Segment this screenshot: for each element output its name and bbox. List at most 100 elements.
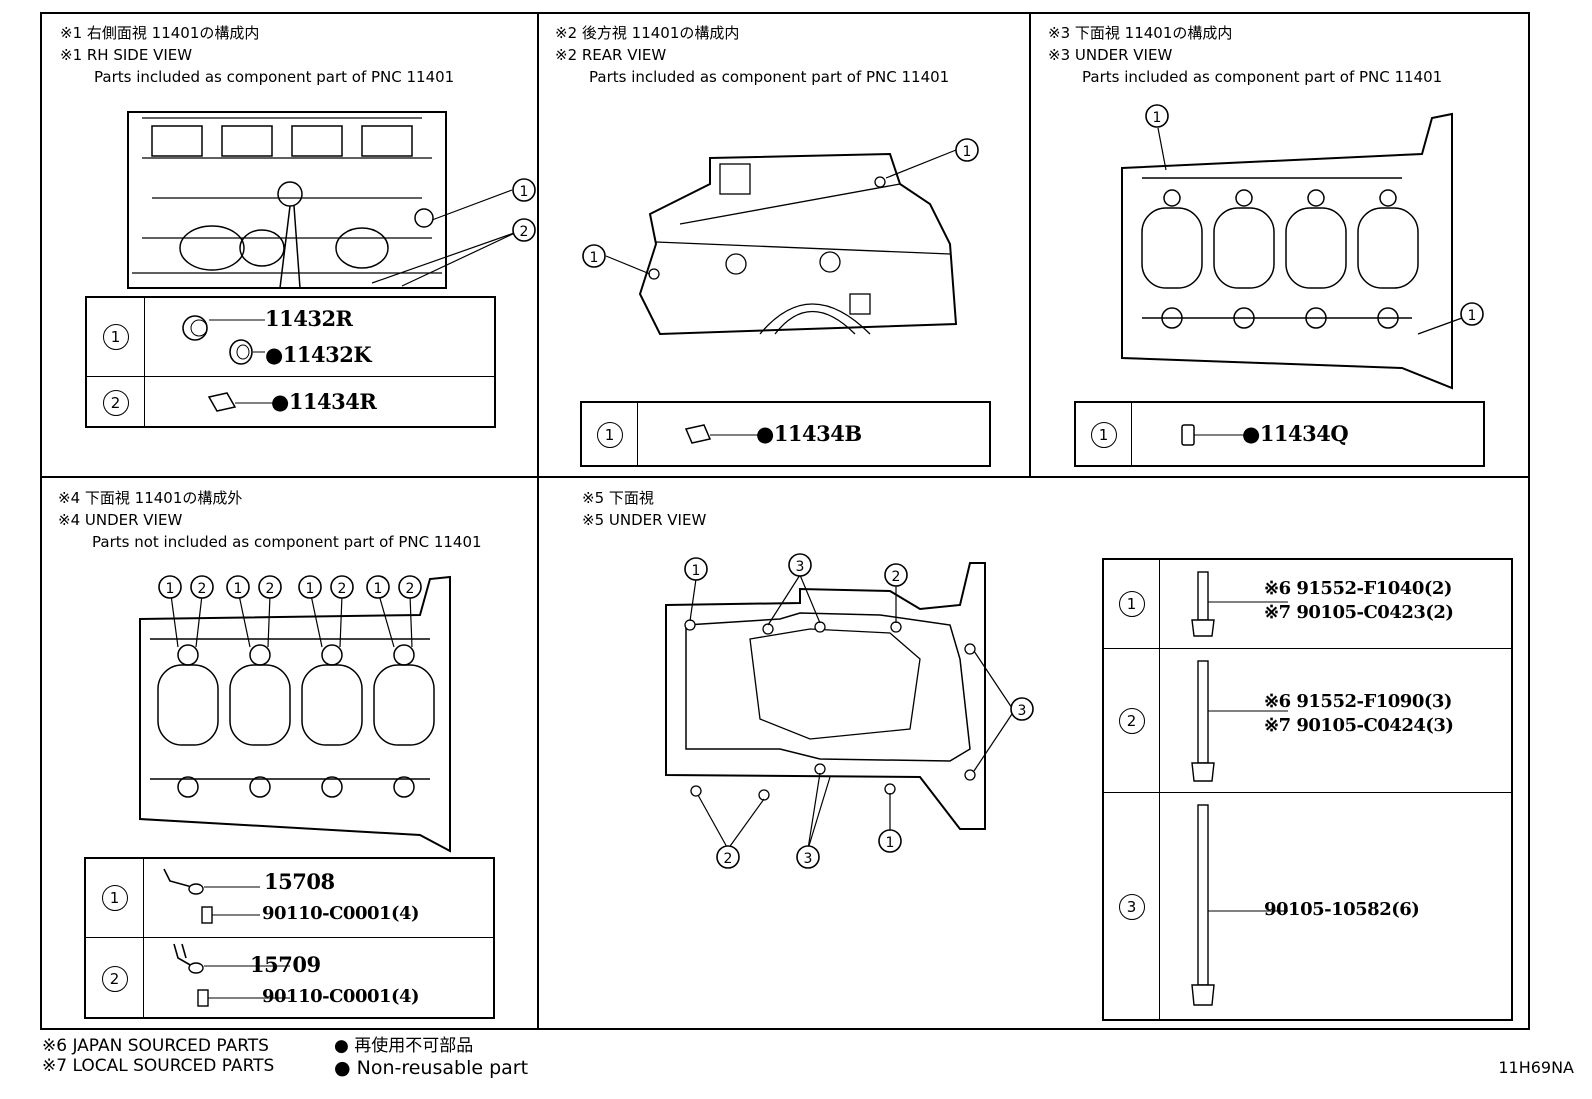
svg-text:2: 2 bbox=[520, 224, 529, 240]
part-number: 90110-C0001(4) bbox=[262, 986, 420, 1007]
part-number: ●11434B bbox=[756, 421, 862, 446]
subtitle: Parts included as component part of PNC … bbox=[94, 68, 455, 86]
svg-text:1: 1 bbox=[166, 581, 175, 597]
part-number: 90105-10582(6) bbox=[1264, 899, 1420, 920]
part-oil-nozzle-icon bbox=[163, 868, 260, 924]
legend-non-reusable-en: ● Non-reusable part bbox=[334, 1057, 529, 1079]
part-number: 15709 bbox=[250, 952, 321, 977]
svg-text:1: 1 bbox=[234, 581, 243, 597]
panel-header: ※2 後方視 11401の構成内 ※2 REAR VIEW Parts incl… bbox=[555, 22, 949, 88]
subtitle: Parts not included as component part of … bbox=[92, 533, 482, 551]
callout-1: 1 bbox=[582, 244, 606, 268]
table-row: 2 ※6 91552-F1090(3) ※7 90105-C0424(3) bbox=[1104, 648, 1511, 792]
title-jp: ※4 下面視 11401の構成外 bbox=[58, 489, 243, 507]
callout-2: 2 bbox=[716, 845, 740, 869]
row-number: 3 bbox=[1118, 894, 1145, 920]
table-row: 1 ●11434Q bbox=[1076, 403, 1483, 467]
bolt-icon bbox=[1191, 571, 1288, 637]
row-number: 2 bbox=[1118, 707, 1145, 734]
callout-3: 3 bbox=[1010, 697, 1034, 721]
title-en: ※3 UNDER VIEW bbox=[1048, 46, 1173, 64]
panel-rear-view: ※2 後方視 11401の構成内 ※2 REAR VIEW Parts incl… bbox=[540, 14, 1029, 476]
svg-text:1: 1 bbox=[1468, 308, 1477, 324]
table-row: 1 15708 90110-C0001(4) bbox=[86, 859, 493, 937]
parts-table: 1 ●11434B bbox=[580, 401, 991, 467]
panel-header: ※5 下面視 ※5 UNDER VIEW bbox=[582, 487, 706, 531]
table-row: 1 ※6 91552-F1040(2) ※7 90105-C0423(2) bbox=[1104, 560, 1511, 648]
callout-1: 1 bbox=[226, 575, 250, 599]
panel-header: ※1 右側面視 11401の構成内 ※1 RH SIDE VIEW Parts … bbox=[60, 22, 454, 88]
svg-text:1: 1 bbox=[520, 184, 529, 200]
part-oil-nozzle-icon bbox=[173, 943, 290, 1007]
part-number: ※7 90105-C0423(2) bbox=[1264, 602, 1454, 623]
svg-text:1: 1 bbox=[590, 250, 599, 266]
svg-text:1: 1 bbox=[963, 144, 972, 160]
svg-text:3: 3 bbox=[804, 851, 813, 867]
table-row: 2 15709 90110-C0001(4) bbox=[86, 937, 493, 1019]
callout-3: 3 bbox=[796, 845, 820, 869]
title-en: ※2 REAR VIEW bbox=[555, 46, 667, 64]
engine-block-rear-drawing: 1 1 bbox=[582, 138, 979, 336]
title-en: ※5 UNDER VIEW bbox=[582, 511, 707, 529]
row-number: 2 bbox=[101, 965, 128, 992]
row-number: 1 bbox=[102, 324, 129, 350]
table-row: 2 ●11434R bbox=[87, 376, 494, 428]
callout-1: 1 bbox=[512, 178, 536, 202]
parts-table: 1 ●11434Q bbox=[1074, 401, 1485, 467]
part-number: ●11434R bbox=[271, 389, 377, 414]
callout-2: 2 bbox=[884, 563, 908, 587]
subtitle: Parts included as component part of PNC … bbox=[589, 68, 950, 86]
part-dowel-pin-icon bbox=[684, 424, 762, 444]
title-jp: ※5 下面視 bbox=[582, 489, 654, 507]
svg-text:3: 3 bbox=[1018, 703, 1027, 719]
callout-1: 1 bbox=[1460, 302, 1484, 326]
table-row: 1 ●11434B bbox=[582, 403, 989, 467]
svg-text:2: 2 bbox=[266, 581, 275, 597]
row-number: 1 bbox=[1118, 591, 1145, 617]
part-number: 15708 bbox=[264, 869, 335, 894]
callout-1: 1 bbox=[878, 829, 902, 853]
svg-text:1: 1 bbox=[374, 581, 383, 597]
callout-2: 2 bbox=[512, 218, 536, 242]
callout-1: 1 bbox=[955, 138, 979, 162]
svg-text:1: 1 bbox=[692, 563, 701, 579]
part-number: 11432R bbox=[265, 306, 353, 331]
footnote-japan-sourced: ※6 JAPAN SOURCED PARTS bbox=[42, 1036, 269, 1056]
callout-2: 2 bbox=[330, 575, 354, 599]
engine-block-under-drawing: 1 2 1 2 1 2 1 2 bbox=[139, 575, 451, 853]
row-number: 1 bbox=[101, 885, 128, 911]
part-number: ●11432K bbox=[265, 342, 372, 367]
row-number: 1 bbox=[1090, 422, 1117, 448]
svg-text:2: 2 bbox=[892, 569, 901, 585]
part-number: ※6 91552-F1040(2) bbox=[1264, 578, 1452, 599]
svg-text:2: 2 bbox=[198, 581, 207, 597]
callout-2: 2 bbox=[258, 575, 282, 599]
title-jp: ※1 右側面視 11401の構成内 bbox=[60, 24, 260, 42]
part-cap-plug-icon bbox=[182, 315, 265, 365]
row-number: 1 bbox=[596, 422, 623, 448]
part-number: ※7 90105-C0424(3) bbox=[1264, 715, 1454, 736]
callout-2: 2 bbox=[190, 575, 214, 599]
svg-text:3: 3 bbox=[796, 559, 805, 575]
panel-header: ※4 下面視 11401の構成外 ※4 UNDER VIEW Parts not… bbox=[58, 487, 482, 553]
panel-header: ※3 下面視 11401の構成内 ※3 UNDER VIEW Parts inc… bbox=[1048, 22, 1442, 88]
svg-text:2: 2 bbox=[338, 581, 347, 597]
svg-text:1: 1 bbox=[306, 581, 315, 597]
callout-2: 2 bbox=[398, 575, 422, 599]
legend-non-reusable-jp: ● 再使用不可部品 bbox=[334, 1036, 474, 1056]
panel-under-view-not-included: ※4 下面視 11401の構成外 ※4 UNDER VIEW Parts not… bbox=[42, 479, 536, 1028]
engine-block-side-drawing: 1 2 bbox=[127, 111, 536, 289]
svg-text:1: 1 bbox=[886, 835, 895, 851]
title-jp: ※2 後方視 11401の構成内 bbox=[555, 24, 740, 42]
title-en: ※1 RH SIDE VIEW bbox=[60, 46, 193, 64]
callout-1: 1 bbox=[158, 575, 182, 599]
callout-1: 1 bbox=[1145, 104, 1169, 128]
diagram-code: 11H69NA bbox=[1498, 1058, 1574, 1077]
part-number: 90110-C0001(4) bbox=[262, 903, 420, 924]
parts-table: 1 11432R ●11432K 2 ●11434R bbox=[85, 296, 496, 428]
svg-text:2: 2 bbox=[724, 851, 733, 867]
title-jp: ※3 下面視 11401の構成内 bbox=[1048, 24, 1233, 42]
row-number: 2 bbox=[102, 389, 129, 416]
title-en: ※4 UNDER VIEW bbox=[58, 511, 183, 529]
callout-1: 1 bbox=[366, 575, 390, 599]
